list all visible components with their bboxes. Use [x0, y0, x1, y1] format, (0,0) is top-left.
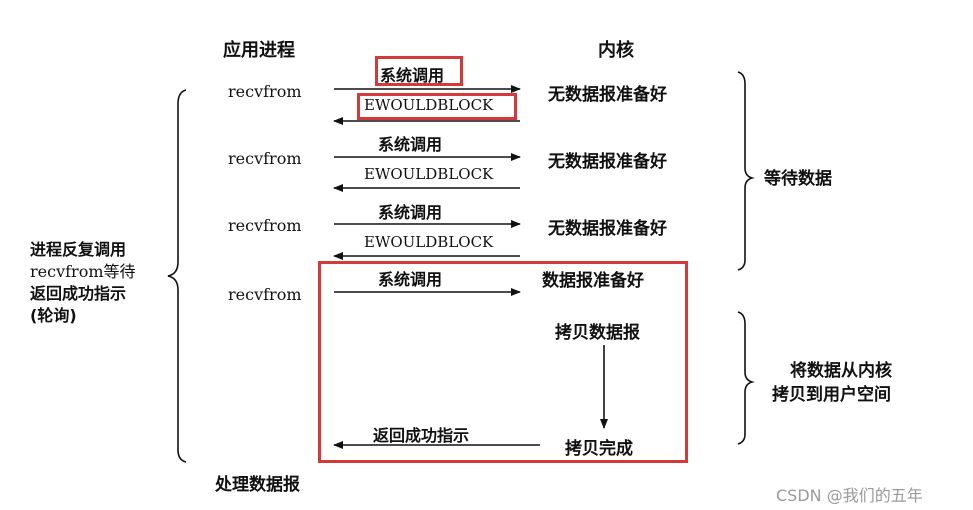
- wait-data-brace: [737, 71, 755, 271]
- success-phase-highlight-box: [318, 261, 688, 463]
- syscall-highlight-box: [375, 56, 463, 86]
- ewouldblock-highlight-box: [357, 93, 517, 120]
- polling-label-line-4: (轮询): [30, 306, 77, 325]
- kernel-state-3: 无数据报准备好: [548, 219, 667, 239]
- copy-phase-label-line-2: 拷贝到用户空间: [772, 385, 891, 405]
- return-success-label: 返回成功指示: [373, 426, 470, 445]
- polling-label-line-2: recvfrom等待: [30, 262, 136, 281]
- copy-phase-label-line-1: 将数据从内核: [790, 361, 892, 381]
- polling-label-line-1: 进程反复调用: [30, 240, 127, 259]
- recvfrom-label-1: recvfrom: [228, 82, 302, 101]
- syscall-label-4: 系统调用: [378, 270, 443, 289]
- syscall-label-2: 系统调用: [378, 135, 443, 154]
- wait-data-label: 等待数据: [764, 169, 832, 189]
- kernel-state-1: 无数据报准备好: [548, 85, 667, 105]
- app-process-header: 应用进程: [223, 40, 295, 61]
- recvfrom-label-4: recvfrom: [228, 285, 302, 304]
- ewouldblock-label-1: EWOULDBLOCK: [364, 96, 494, 114]
- copy-datagram-label: 拷贝数据报: [555, 323, 640, 343]
- kernel-state-4: 数据报准备好: [542, 271, 644, 291]
- left-brace: [167, 89, 187, 463]
- process-datagram-label: 处理数据报: [215, 475, 300, 495]
- copy-done-label: 拷贝完成: [565, 439, 633, 459]
- kernel-header: 内核: [598, 40, 634, 61]
- syscall-label-1: 系统调用: [380, 66, 445, 85]
- copy-phase-brace: [737, 311, 755, 445]
- syscall-label-3: 系统调用: [378, 203, 443, 222]
- recvfrom-label-2: recvfrom: [228, 149, 302, 168]
- kernel-state-2: 无数据报准备好: [548, 152, 667, 172]
- watermark: CSDN @我们的五年: [776, 486, 923, 505]
- ewouldblock-label-3: EWOULDBLOCK: [364, 233, 494, 251]
- ewouldblock-label-2: EWOULDBLOCK: [364, 165, 494, 183]
- polling-label-line-3: 返回成功指示: [30, 284, 127, 303]
- recvfrom-label-3: recvfrom: [228, 216, 302, 235]
